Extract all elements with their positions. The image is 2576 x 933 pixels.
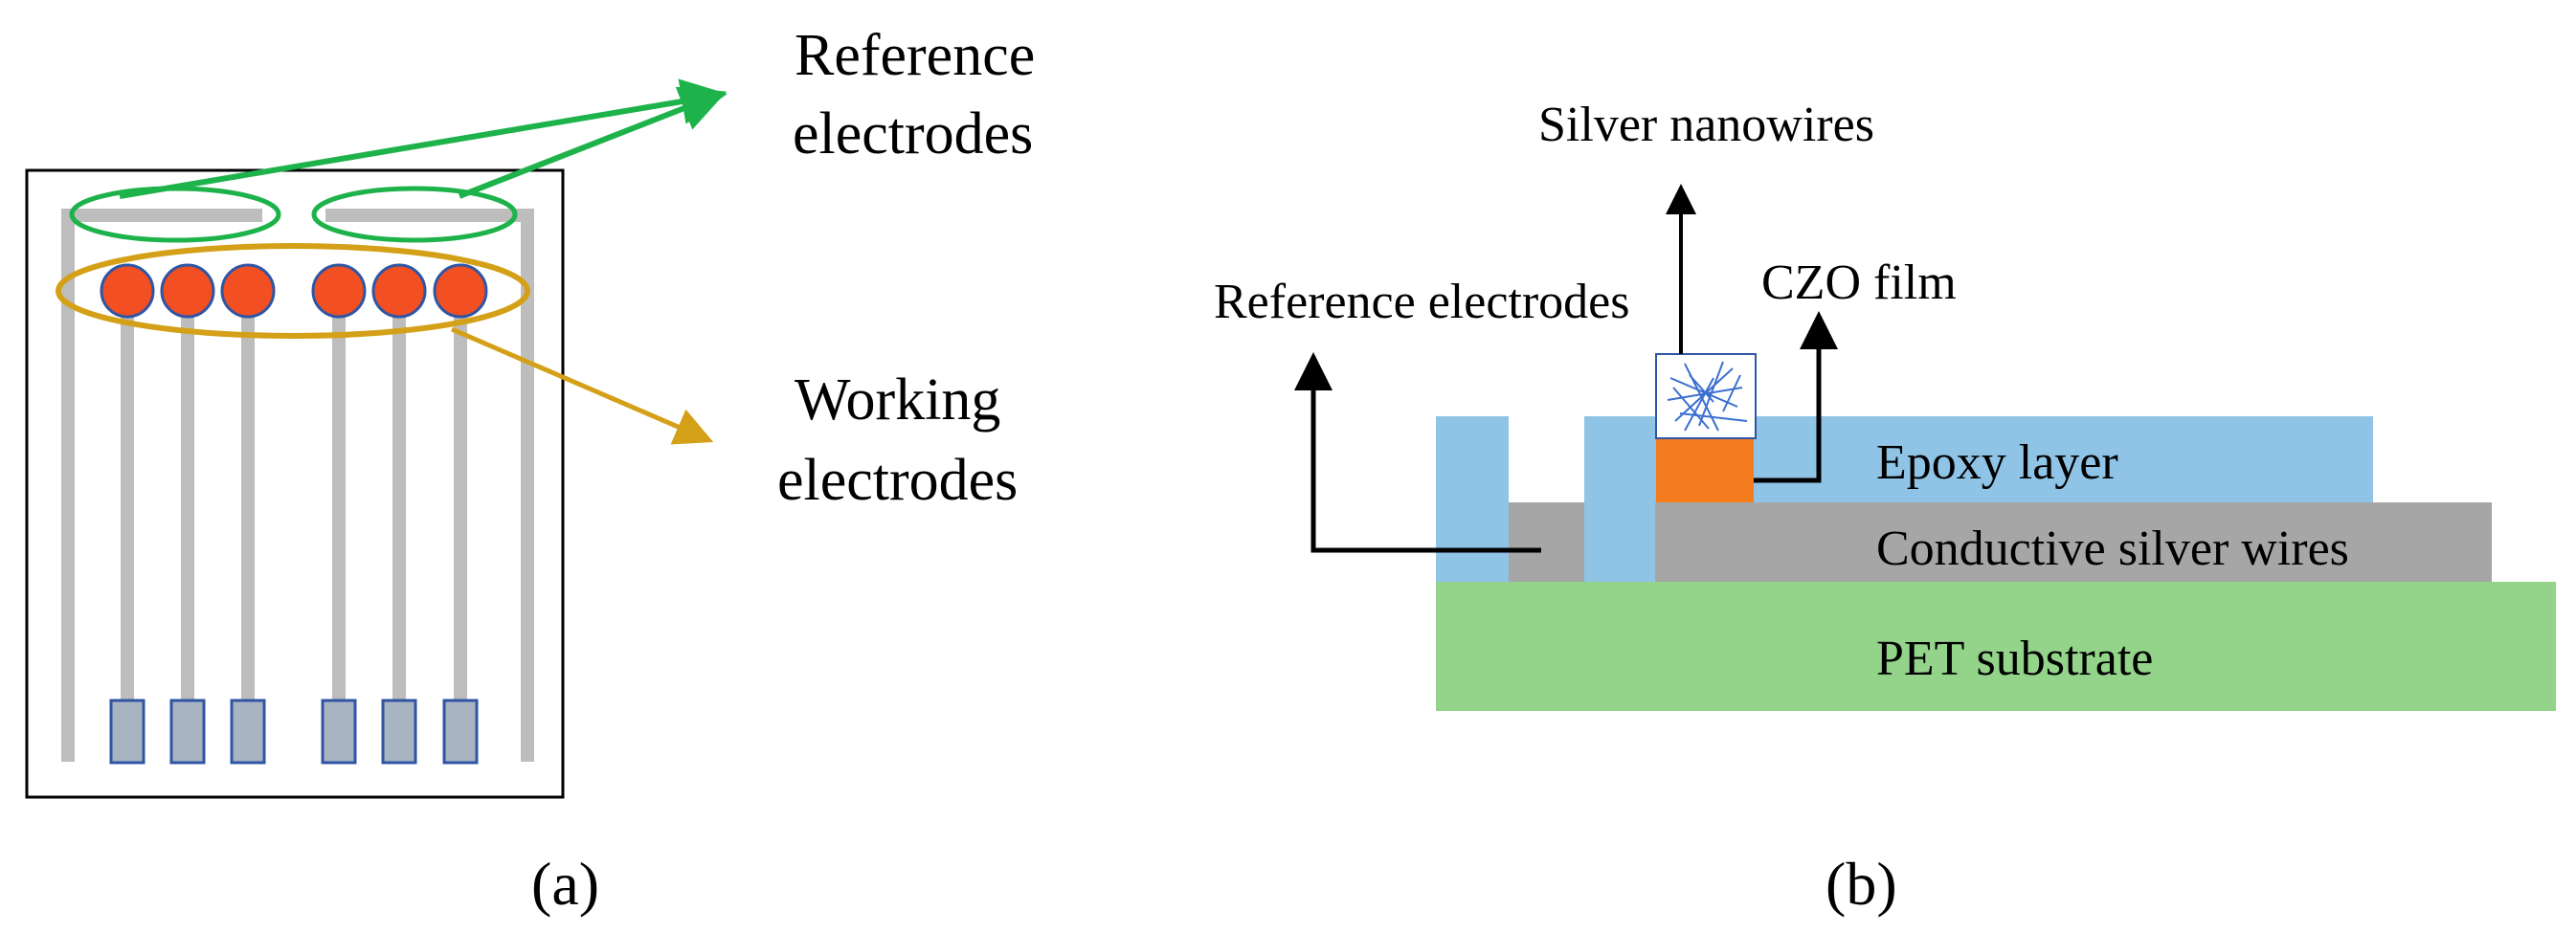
working-label-line2: electrodes bbox=[777, 448, 1018, 513]
czo-film-block bbox=[1656, 438, 1754, 502]
working-electrode-dot bbox=[160, 263, 215, 319]
contact-pad bbox=[230, 699, 266, 765]
epoxy-layer-label: Epoxy layer bbox=[1876, 435, 2118, 490]
working-trace bbox=[454, 292, 467, 713]
reference-electrodes-leader bbox=[1294, 352, 1541, 553]
reference-label-line1: Reference bbox=[795, 23, 1035, 88]
reference-label-line2: electrodes bbox=[793, 101, 1033, 167]
working-trace bbox=[241, 292, 255, 713]
working-electrode-dot bbox=[220, 263, 276, 319]
contact-pad bbox=[442, 699, 479, 765]
reference-trace-right bbox=[325, 209, 534, 222]
working-trace bbox=[392, 292, 406, 713]
conductive-silver-wires-label: Conductive silver wires bbox=[1876, 522, 2349, 576]
working-ring bbox=[56, 243, 530, 339]
epoxy-layer bbox=[1655, 416, 2373, 502]
reference-electrodes-label: Reference electrodes bbox=[1214, 275, 1629, 329]
working-electrode-dot bbox=[311, 263, 367, 319]
czo-film-label: CZO film bbox=[1761, 255, 1957, 310]
reference-trace-left bbox=[61, 209, 262, 222]
caption-b: (b) bbox=[1826, 850, 1897, 918]
working-electrode-dot bbox=[100, 263, 155, 319]
pet-substrate-label: PET substrate bbox=[1876, 632, 2153, 686]
reference-arrow bbox=[458, 86, 728, 199]
working-trace bbox=[121, 292, 134, 713]
silver-nanowires-box bbox=[1655, 353, 1757, 439]
reference-trace-outer-left bbox=[61, 209, 75, 762]
working-electrode-dot bbox=[371, 263, 427, 319]
czo-film-leader bbox=[1754, 311, 1838, 483]
epoxy-pillar-right bbox=[1584, 416, 1655, 582]
silver-wire-layer bbox=[1508, 502, 2492, 582]
silver-nanowires-label: Silver nanowires bbox=[1538, 98, 1874, 152]
caption-a: (a) bbox=[531, 850, 599, 918]
panel-a: Reference electrodes Working electrodes … bbox=[25, 23, 1035, 918]
working-trace bbox=[181, 292, 194, 713]
contact-pad bbox=[321, 699, 357, 765]
reference-ring-right bbox=[311, 186, 518, 243]
contact-pad bbox=[381, 699, 417, 765]
epoxy-pillar-left bbox=[1436, 416, 1509, 582]
working-label-line1: Working bbox=[795, 367, 1000, 433]
working-electrode-dot bbox=[433, 263, 488, 319]
contact-pad bbox=[109, 699, 146, 765]
working-trace bbox=[332, 292, 346, 713]
working-arrow bbox=[451, 326, 714, 445]
reference-arrow bbox=[119, 78, 728, 199]
pet-substrate-layer bbox=[1436, 582, 2556, 711]
panel-b: Silver nanowires CZO film Reference elec… bbox=[1214, 98, 2556, 918]
contact-pad bbox=[169, 699, 206, 765]
reference-trace-outer-right bbox=[521, 209, 534, 762]
